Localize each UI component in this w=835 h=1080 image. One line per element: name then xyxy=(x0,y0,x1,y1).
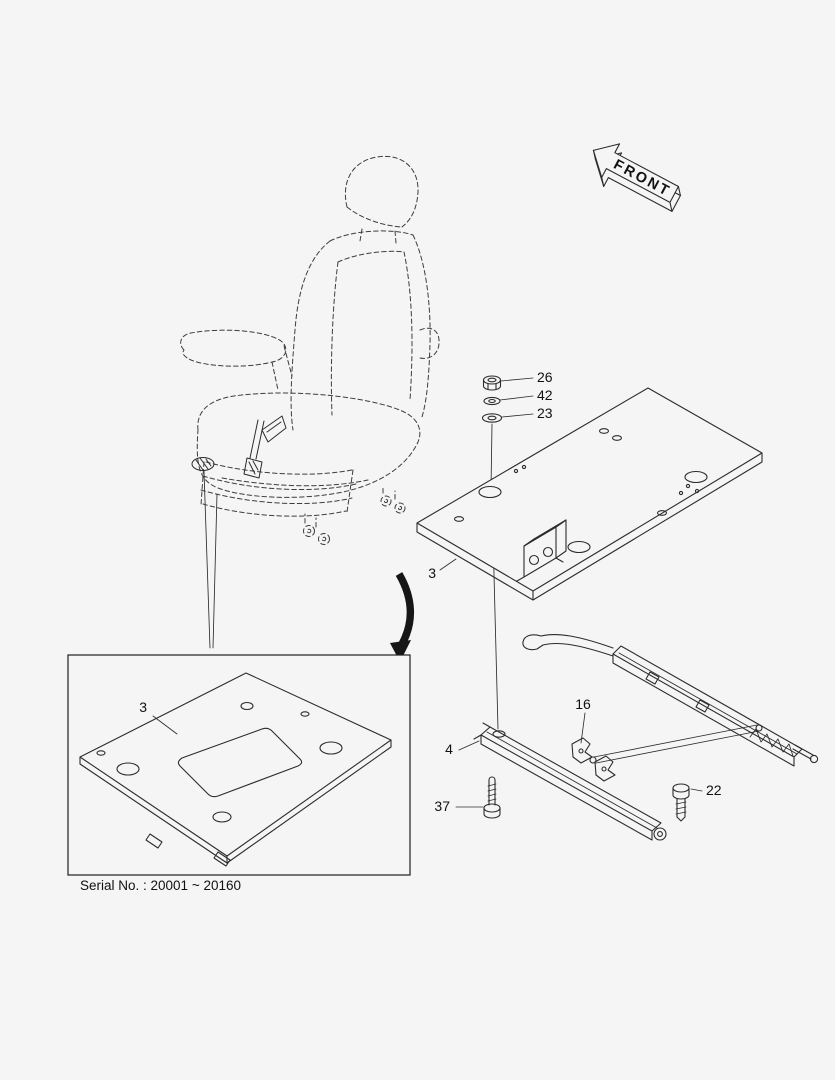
seat-rail-assembly: 4 16 37 22 xyxy=(434,633,819,841)
clamp-16-leader-line xyxy=(580,712,586,744)
inset-detail-box: 3 xyxy=(67,654,411,876)
callout-4: 4 xyxy=(445,741,453,757)
serial-number-note: Serial No. : 20001 ~ 20160 xyxy=(80,878,241,893)
mounting-plate-part-3: 3 xyxy=(416,387,763,601)
inset-plate-leader-line xyxy=(152,715,178,735)
inset-plate-part-3 xyxy=(79,672,392,867)
bolt-22-leader-line xyxy=(690,788,703,792)
seat-to-inset-leader-lines xyxy=(203,470,218,649)
hardware-leader-lines xyxy=(499,377,534,418)
callout-23: 23 xyxy=(537,405,553,421)
front-direction-arrow: FRONT xyxy=(592,143,681,212)
callout-26: 26 xyxy=(537,369,553,385)
hardware-stack: 26 42 23 xyxy=(481,369,553,423)
rail-4-leader-line xyxy=(458,740,480,751)
washer-23-illustration xyxy=(481,413,503,423)
belt-anchor-bracket xyxy=(516,519,567,582)
washer-42-illustration xyxy=(483,396,501,406)
nut-26-illustration xyxy=(482,375,502,391)
arrowhead xyxy=(390,640,411,662)
bolt-22-illustration xyxy=(672,783,690,822)
callout-16: 16 xyxy=(575,696,591,712)
detail-reference-arrow xyxy=(390,572,415,662)
callout-3-inset: 3 xyxy=(139,699,147,715)
release-handle xyxy=(522,633,614,657)
lower-slide-rail xyxy=(473,722,667,841)
upper-slide-rail xyxy=(522,633,819,767)
callout-3-main: 3 xyxy=(428,565,436,581)
clamp-16-pieces xyxy=(571,737,616,782)
seatbelt-detail xyxy=(191,415,287,479)
tie-rod xyxy=(593,724,760,764)
callout-42: 42 xyxy=(537,387,553,403)
plate-3-leader-line xyxy=(439,558,457,571)
adjuster-spring xyxy=(749,728,794,757)
bolt-37-illustration xyxy=(483,776,501,819)
callout-37: 37 xyxy=(434,798,450,814)
operator-seat-illustration xyxy=(180,155,440,545)
callout-22: 22 xyxy=(706,782,722,798)
